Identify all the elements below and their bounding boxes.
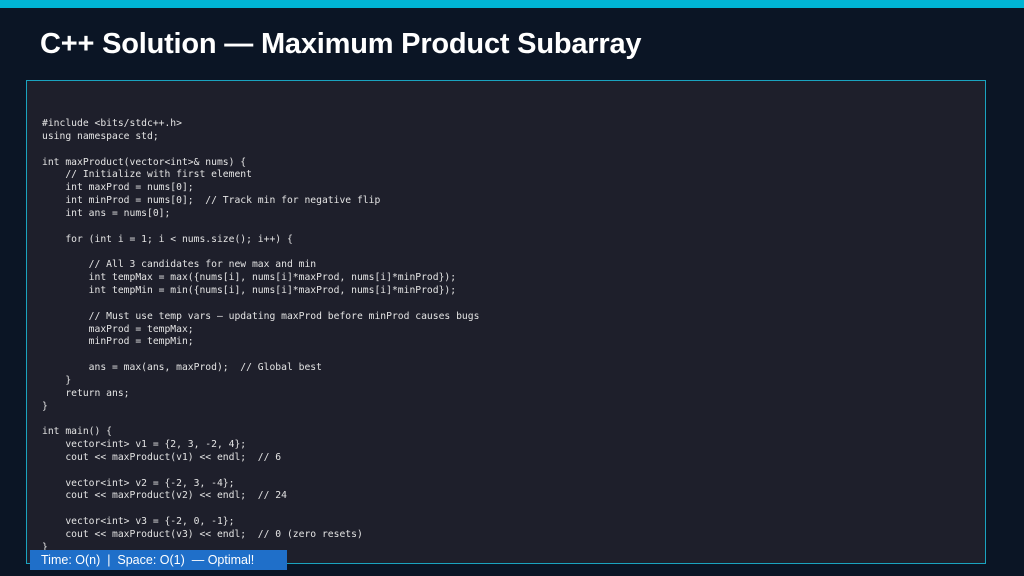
code-text: #include <bits/stdc++.h> using namespace… [42, 118, 480, 553]
accent-top-bar [0, 0, 1024, 8]
slide-title: C++ Solution — Maximum Product Subarray [40, 28, 642, 60]
complexity-badge: Time: O(n) | Space: O(1) — Optimal! [30, 550, 287, 570]
code-block: #include <bits/stdc++.h> using namespace… [26, 80, 986, 564]
